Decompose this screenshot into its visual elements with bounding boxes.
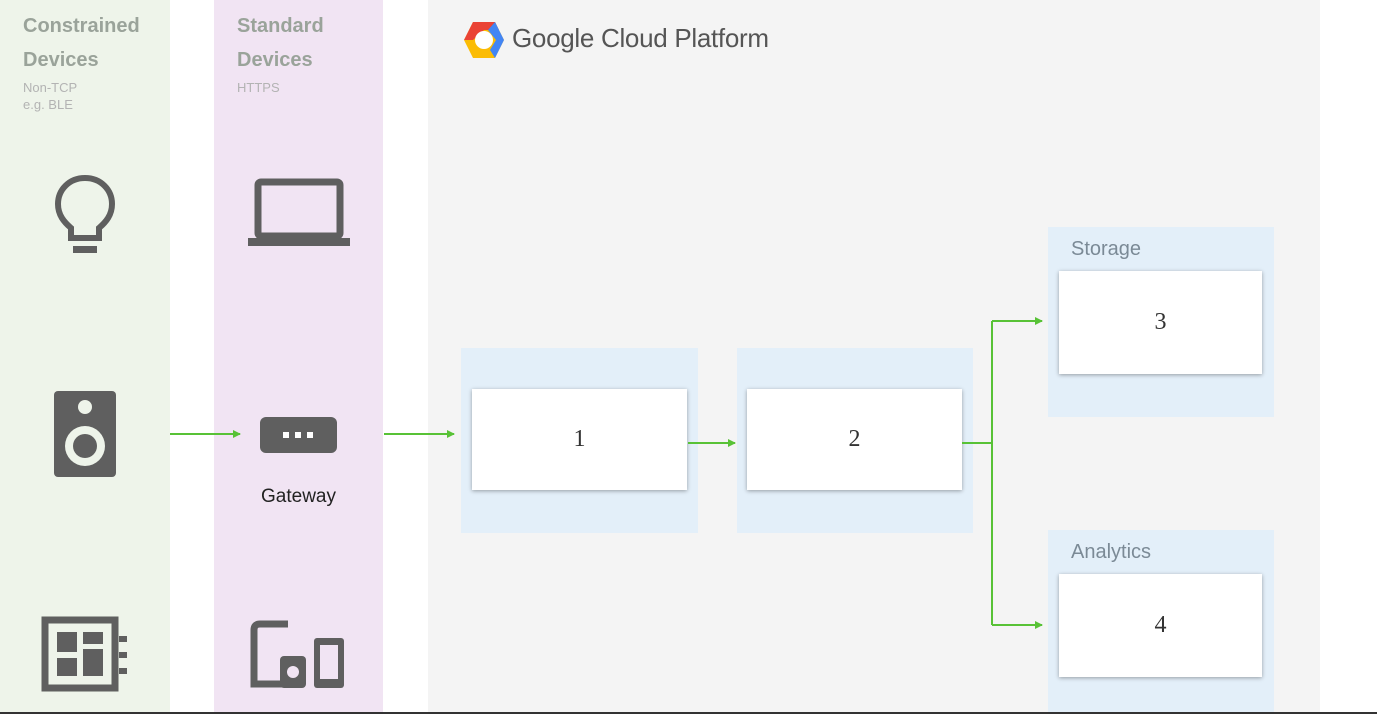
standard-title-line1: Standard xyxy=(237,15,324,37)
box-4-label: 4 xyxy=(1154,612,1167,638)
constrained-devices-lane xyxy=(0,0,170,714)
process-box-3: 3 xyxy=(1059,271,1262,374)
laptop-icon xyxy=(248,178,350,246)
gateway-icon xyxy=(260,417,337,453)
constrained-sub-line2: e.g. BLE xyxy=(23,97,73,112)
box-3-label: 3 xyxy=(1154,309,1167,335)
constrained-title-line1: Constrained xyxy=(23,15,140,37)
speaker-icon xyxy=(54,391,116,477)
process-box-2: 2 xyxy=(747,389,962,490)
standard-sub-line1: HTTPS xyxy=(237,80,280,95)
constrained-sub-line1: Non-TCP xyxy=(23,80,78,95)
process-box-1: 1 xyxy=(472,389,687,490)
standard-title-line2: Devices xyxy=(237,49,313,71)
analytics-label: Analytics xyxy=(1071,541,1152,563)
box-2-label: 2 xyxy=(848,426,861,452)
standard-devices-heading: Standard Devices HTTPS xyxy=(237,9,324,96)
standard-devices-lane xyxy=(214,0,383,714)
bottom-divider xyxy=(0,712,1377,714)
constrained-title-line2: Devices xyxy=(23,49,99,71)
gateway-label: Gateway xyxy=(261,486,336,507)
devices-icon xyxy=(250,620,344,688)
process-box-4: 4 xyxy=(1059,574,1262,677)
platform-title: Google Cloud Platform xyxy=(512,23,769,53)
board-icon xyxy=(41,616,127,692)
constrained-devices-heading: Constrained Devices Non-TCP e.g. BLE xyxy=(23,9,140,113)
lightbulb-icon xyxy=(54,174,116,253)
google-cloud-logo xyxy=(464,22,504,58)
box-1-label: 1 xyxy=(573,426,586,452)
storage-label: Storage xyxy=(1071,238,1142,260)
